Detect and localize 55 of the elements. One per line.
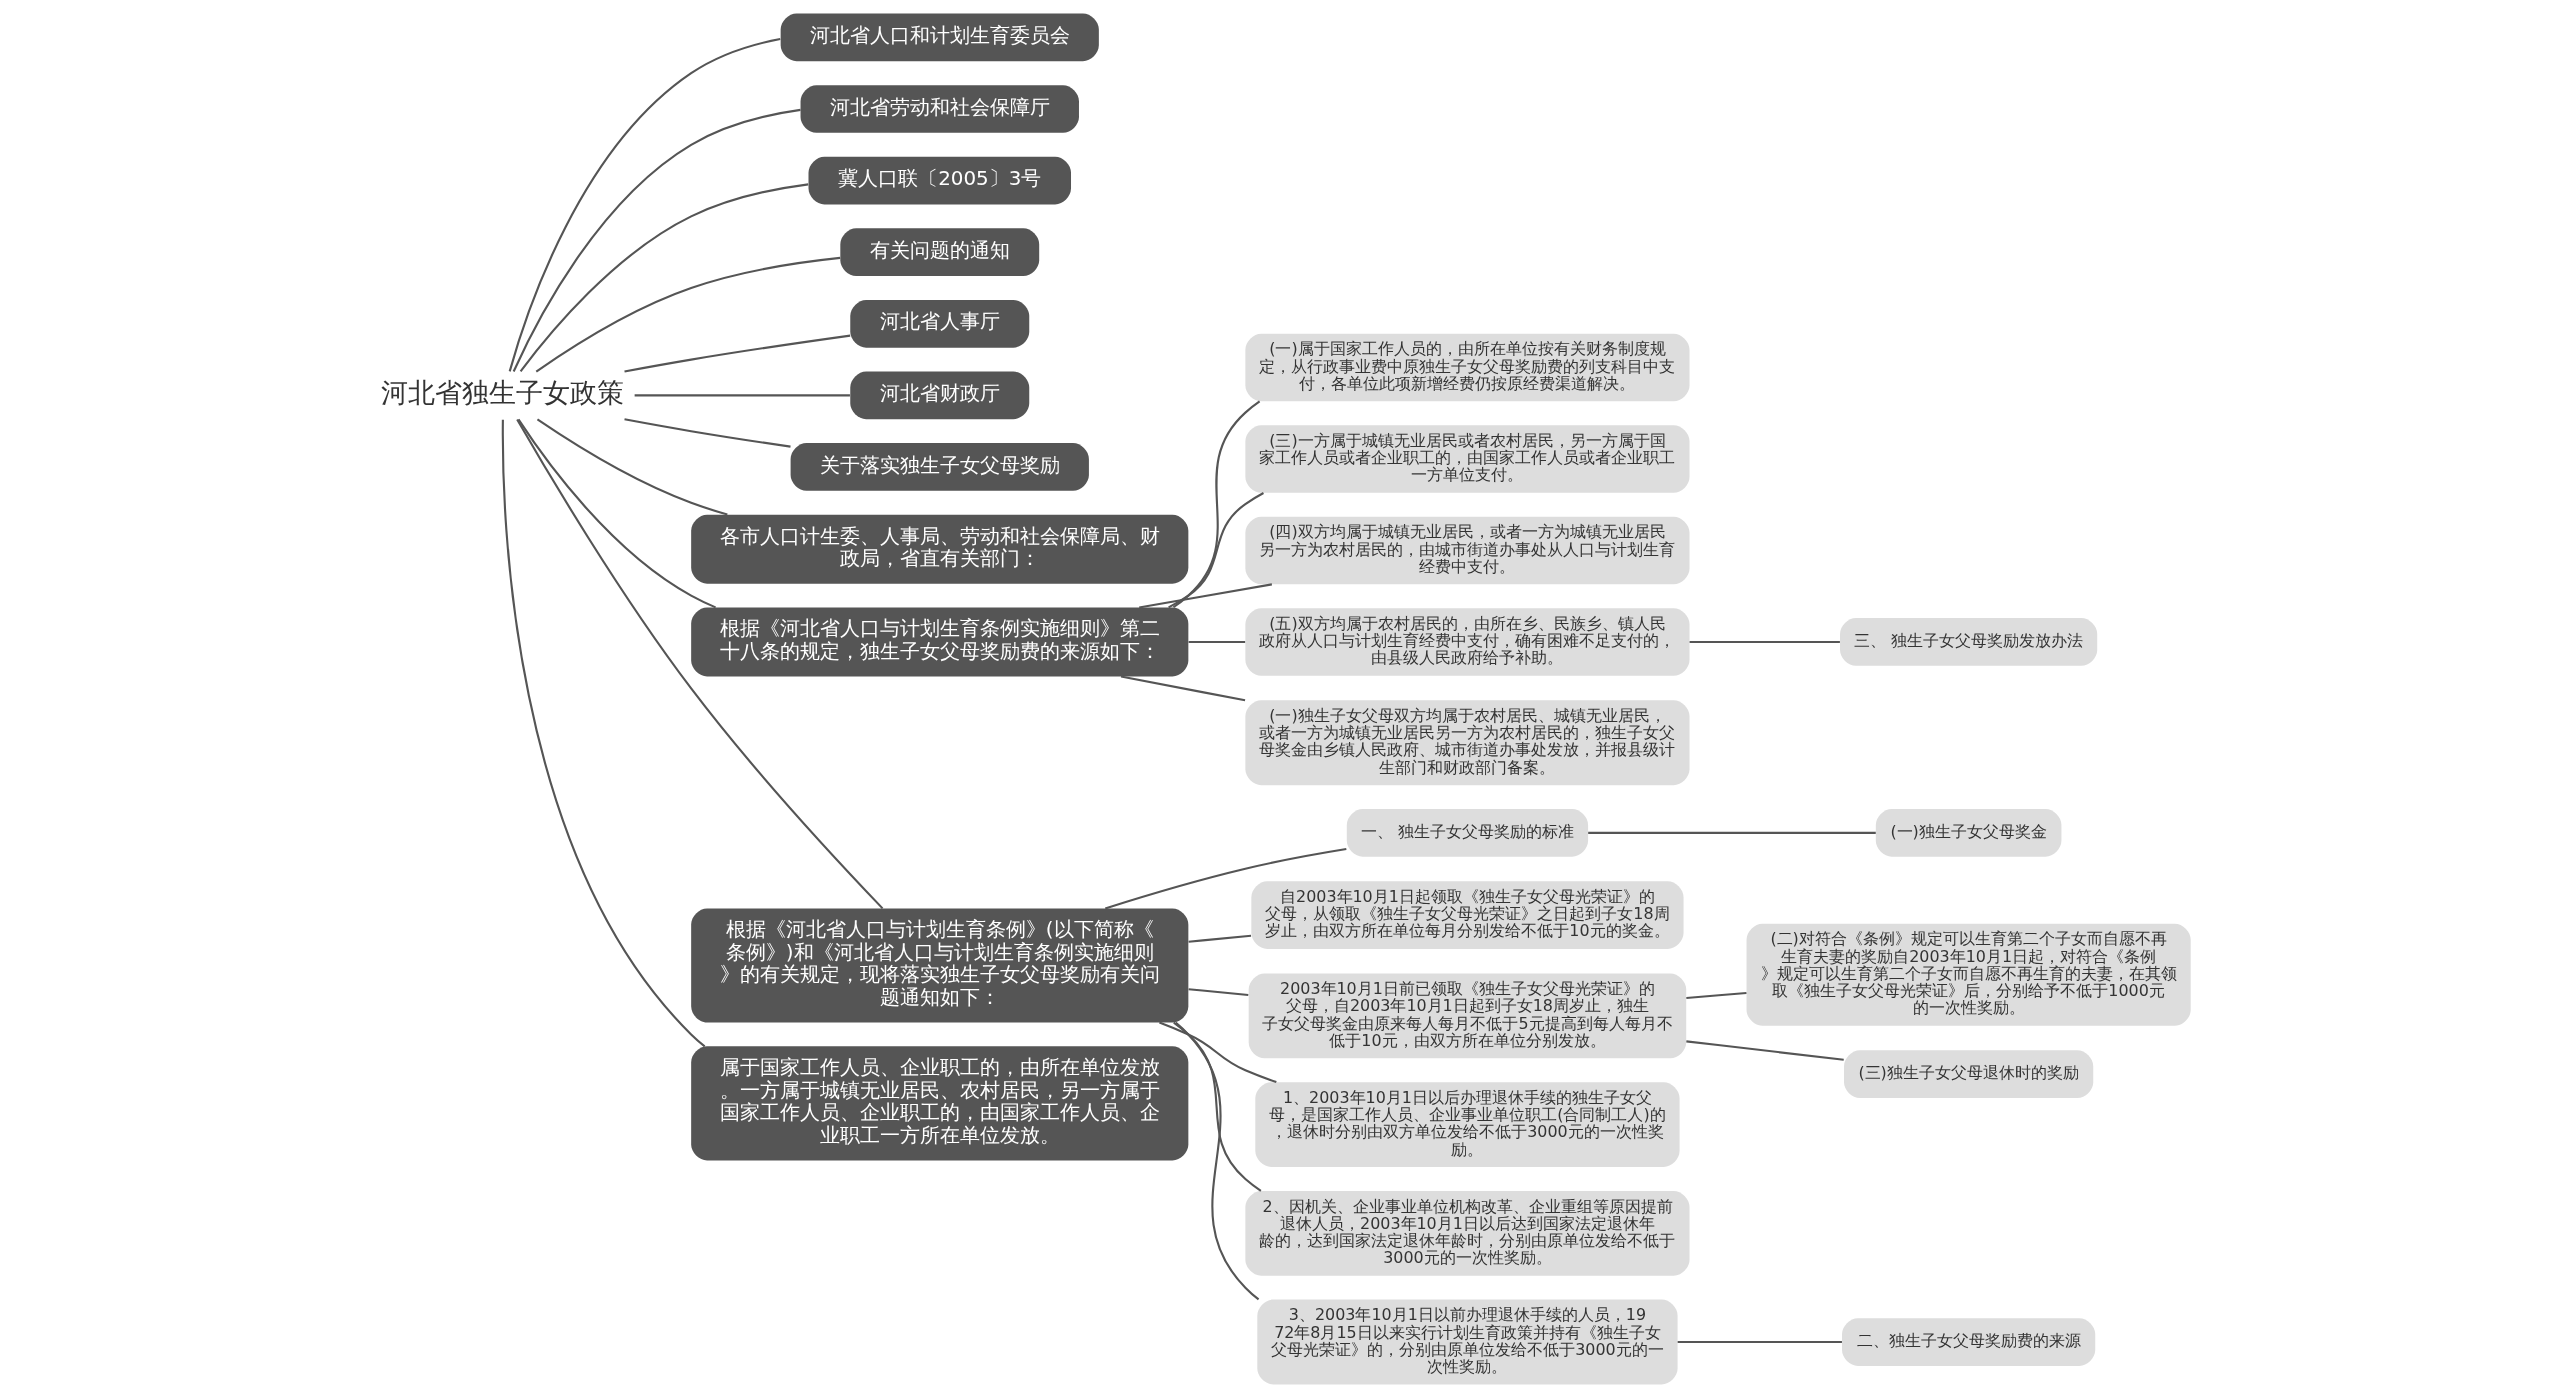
connector (1120, 675, 1245, 702)
connector (501, 419, 705, 1048)
node-box: 根据《河北省人口与计划生育条例》(以下简称《条例》)和《河北省人口与计划生育条例实施细则》的有关规定，现将落实独生子女父母奖励有关问题通知如下： (690, 908, 1188, 1023)
node-box: (一)独生子女父母奖金 (1875, 809, 2061, 857)
node-box: 一、 独生子女父母奖励的标准 (1346, 809, 1588, 857)
node-text: 河北省独生子女政策 (380, 377, 624, 409)
node-box: 有关问题的通知 (839, 228, 1039, 277)
connector (634, 394, 850, 397)
node-box: (三)独生子女父母退休时的奖励 (1843, 1050, 2093, 1099)
connector (1172, 400, 1260, 609)
node-box: 2003年10月1日前已领取《独生子女父母光荣证》的父母，自2003年10月1日起到子女18周岁止，独生子女父母奖金由原来每人每月不低于5元提高到每人每月不低于10元，由双方所在单位分别发放。 (1248, 973, 1686, 1059)
connector (1174, 1021, 1259, 1301)
connector (515, 418, 883, 910)
connector (1677, 1341, 1842, 1344)
node-box: 河北省劳动和社会保障厅 (800, 85, 1079, 133)
node-box: 自2003年10月1日起领取《独生子女父母光荣证》的父母，从领取《独生子女父母光荣证》之日起到子女18周岁止，由双方所在单位每月分别发给不低于10元的奖金。 (1250, 881, 1684, 949)
connector (519, 183, 808, 373)
connector (1167, 492, 1264, 609)
node-box: 关于落实独生子女父母奖励 (790, 443, 1089, 491)
connector (1188, 640, 1245, 644)
node-box: (一)属于国家工作人员的，由所在单位按有关财务制度规定，从行政事业费中原独生子女父母奖励费的列支科目中支付，各单位此项新增经费仍按原经费渠道解决。 (1244, 333, 1689, 402)
node-box: 河北省财政厅 (849, 371, 1029, 420)
connector (1689, 640, 1840, 644)
node-box: 1、2003年10月1日以后办理退休手续的独生子女父母，是国家工作人员、企业事业单位职工(合同制工人)的，退休时分别由双方单位发给不低于3000元的一次性奖励。 (1254, 1082, 1680, 1168)
node-box: 属于国家工作人员、企业职工的，由所在单位发放。一方属于城镇无业居民、农村居民，另一方属于国家工作人员、企业职工的，由国家工作人员、企业职工一方所在单位发放。 (690, 1046, 1188, 1161)
connector (1188, 988, 1248, 997)
node-box: 根据《河北省人口与计划生育条例实施细则》第二十八条的规定，独生子女父母奖励费的来源如下： (690, 607, 1188, 677)
node-box: (二)对符合《条例》规定可以生育第二个子女而自愿不再生育夫妻的奖励自2003年10月1日起，对符合《条例》规定可以生育第二个子女而自愿不再生育的夫妻，在其领取《独生子女父母光荣证》后，分别给予不低于1000元的一次性奖励。 (1746, 923, 2191, 1026)
connector (1685, 1040, 1844, 1061)
node-box: 二、独生子女父母奖励费的来源 (1841, 1318, 2095, 1366)
node-box: 河北省人事厅 (849, 299, 1029, 348)
node-box: (三)一方属于城镇无业居民或者农村居民，另一方属于国家工作人员或者企业职工的，由国家工作人员或者企业职工一方单位支付。 (1244, 425, 1689, 493)
node-box: 三、 独生子女父母奖励发放办法 (1839, 618, 2097, 666)
connector (1158, 1021, 1277, 1084)
connector (512, 108, 801, 372)
connector (1685, 991, 1746, 999)
connector (623, 334, 850, 373)
node-box: (一)独生子女父母双方均属于农村居民、城镇无业居民，或者一方为城镇无业居民另一方为农村居民的，独生子女父母奖金由乡镇人民政府、城市街道办事处发放，并报县级计生部门和财政部门备案。 (1244, 700, 1689, 786)
connector (517, 418, 716, 609)
connector (1138, 583, 1272, 609)
node-box: 河北省人口和计划生育委员会 (780, 13, 1099, 62)
node-box: 冀人口联〔2005〕3号 (808, 156, 1071, 205)
connector (623, 418, 791, 448)
connector (1172, 1021, 1261, 1192)
connector (536, 418, 728, 516)
node-box: 各市人口计生委、人事局、劳动和社会保障局、财政局，省直有关部门： (690, 514, 1188, 584)
connector (1104, 848, 1346, 910)
node-box: 3、2003年10月1日以前办理退休手续的人员，1972年8月15日以来实行计划生育政策并持有《独生子女父母光荣证》的，分别由原单位发给不低于3000元的一次性奖励。 (1256, 1299, 1678, 1385)
connector (1587, 831, 1876, 834)
node-box: (五)双方均属于农村居民的，由所在乡、民族乡、镇人民政府从人口与计划生育经费中支付，确有困难不足支付的，由县级人民政府给予补助。 (1244, 608, 1689, 676)
connector (1188, 934, 1251, 943)
node-box: 2、因机关、企业事业单位机构改革、企业重组等原因提前退休人员，2003年10月1日以后达到国家法定退休年龄的，达到国家法定退休年龄时，分别由原单位发给不低于3000元的一次性奖励。 (1244, 1190, 1689, 1276)
node-box: (四)双方均属于城镇无业居民，或者一方为城镇无业居民另一方为农村居民的，由城市街道办事处从人口与计划生育经费中支付。 (1244, 516, 1689, 585)
connector (535, 256, 840, 373)
connector (508, 37, 780, 372)
